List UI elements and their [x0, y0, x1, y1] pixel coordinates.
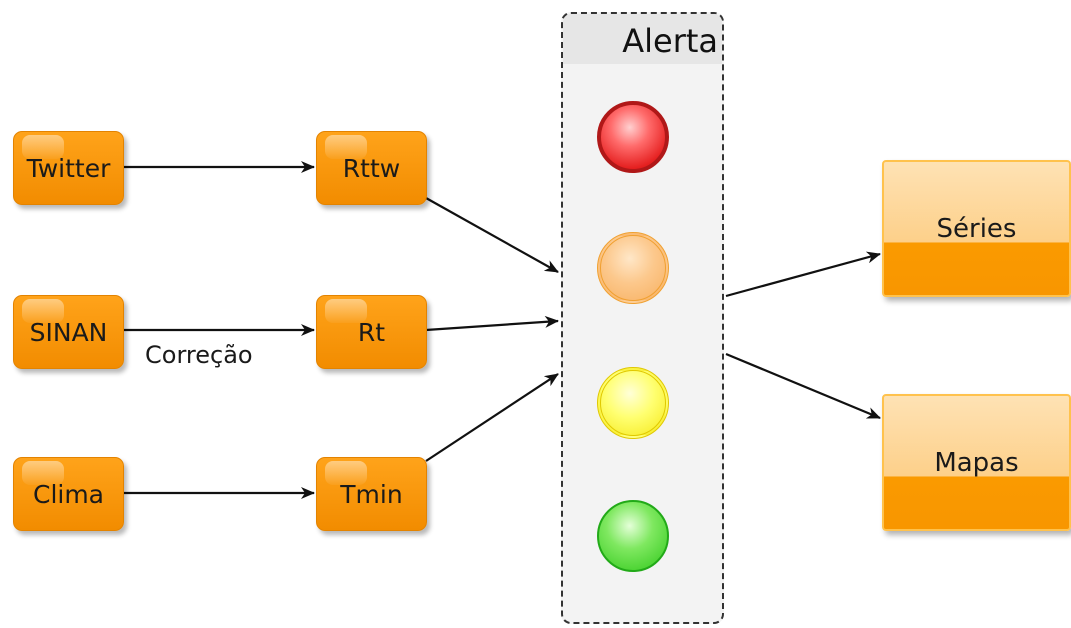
source-label-twitter: Twitter — [26, 153, 111, 183]
output-label-mapas: Mapas — [934, 447, 1019, 478]
indicator-label-tmin: Tmin — [340, 479, 403, 509]
output-node-series: Séries — [882, 160, 1071, 297]
indicator-node-tmin: Tmin — [316, 457, 427, 531]
source-node-sinan: SINAN — [13, 295, 124, 369]
edge-alerta-mapas — [725, 352, 881, 420]
alert-header — [563, 14, 722, 64]
indicator-label-rt: Rt — [357, 317, 386, 347]
alert-light-green — [597, 500, 669, 572]
alert-title: Alerta — [622, 22, 718, 60]
source-label-clima: Clima — [32, 479, 105, 509]
alert-light-orange — [597, 232, 669, 304]
edge-tmin-alerta — [425, 373, 559, 462]
source-node-clima: Clima — [13, 457, 124, 531]
source-label-sinan: SINAN — [29, 317, 108, 347]
output-node-mapas: Mapas — [882, 394, 1071, 531]
alert-light-yellow — [597, 367, 669, 439]
indicator-label-rttw: Rttw — [342, 153, 401, 183]
edge-rt-alerta — [425, 315, 559, 332]
output-label-series: Séries — [936, 213, 1017, 244]
source-node-twitter: Twitter — [13, 131, 124, 205]
indicator-node-rttw: Rttw — [316, 131, 427, 205]
edge-rttw-alerta — [425, 197, 559, 273]
indicator-node-rt: Rt — [316, 295, 427, 369]
alert-light-red — [597, 101, 669, 173]
edge-label-correcao: Correção — [145, 341, 253, 369]
edge-alerta-series — [725, 251, 881, 298]
